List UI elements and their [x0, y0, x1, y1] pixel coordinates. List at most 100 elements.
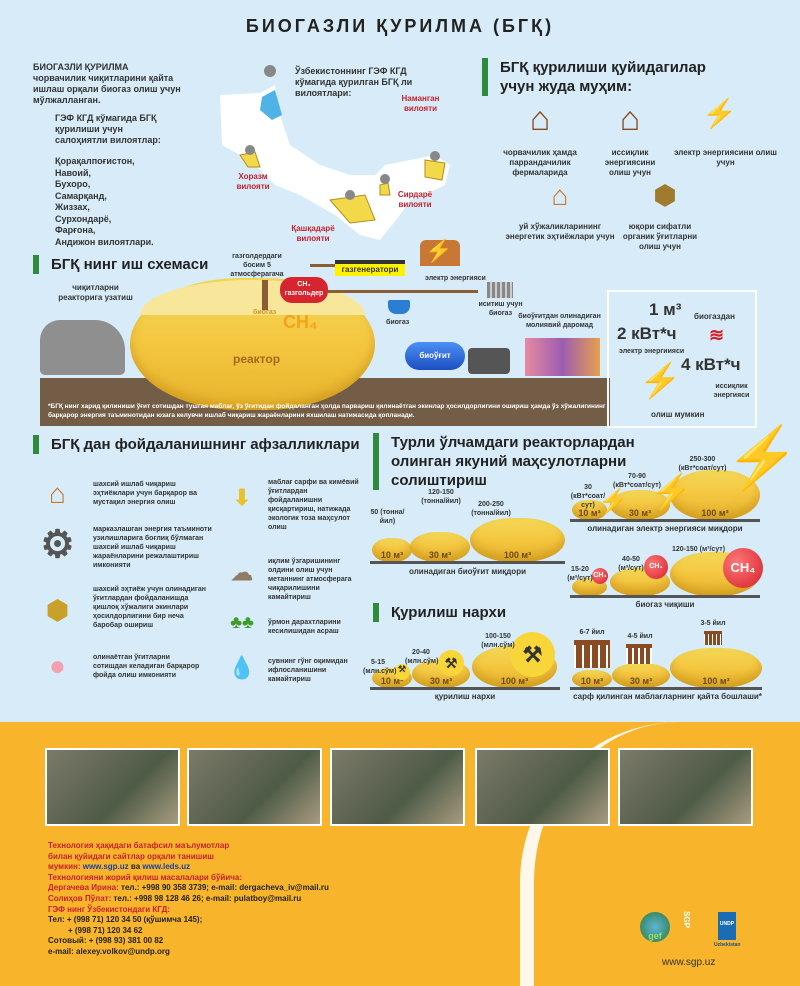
reactor-label: реактор — [233, 352, 281, 366]
reactor-30: 30 м³ — [612, 663, 670, 688]
intro-rest: чорвачилик чиқитларини қайта ишлаш орқал… — [33, 73, 181, 105]
biogas-value: 40-50 (м³/сут) — [618, 556, 644, 572]
contact-tel: Тел: + (998 71) 120 34 50 (қўшимча 145); — [48, 915, 203, 925]
size-label: 10 м³ — [380, 676, 404, 686]
uzbekistan-map — [220, 65, 450, 240]
important-item: чорвачилик ҳамда паррандачилик фермалари… — [503, 148, 577, 177]
size-label: 30 м³ — [428, 550, 452, 560]
photo-exhibition — [618, 748, 753, 826]
baseline — [570, 687, 762, 690]
map-label-syrdarya: Сирдарё вилояти — [397, 190, 433, 209]
photo-reactor — [475, 748, 610, 826]
contact-org: ГЭФ нинг Ўзбекистондаги КГД: — [48, 904, 170, 914]
fertilizer-value: 120-150 (тонна/йил) — [421, 489, 461, 505]
scheme-footnote: *БГҚ нинг харид қилиниши ўғит сотишдан т… — [48, 403, 606, 419]
electricity-label: олинадиган электр энергияси миқдори — [587, 524, 743, 533]
undp-logo: UNDP — [718, 912, 736, 940]
advantage-item: марказлашган энергия таъминоти узилишлар… — [93, 526, 212, 569]
contact-details: тел.: +998 98 128 46 26; e-mail: pulatbo… — [111, 893, 302, 903]
size-label: 30 м³ — [429, 676, 453, 686]
contact-email: e-mail: alexey.volkov@undp.org — [48, 946, 170, 956]
lightning-icon: ⚡ — [598, 488, 628, 515]
tools-icon: ⚒ — [510, 632, 555, 677]
cloud-co2-icon: ☁ — [231, 560, 253, 585]
region-item: Навоий, — [55, 167, 91, 178]
gasholder-ch4: CH₄ — [297, 281, 311, 288]
heat-icon: ≋ — [709, 325, 725, 345]
lightning-icon: ⚡ — [639, 362, 682, 400]
size-label: 10 м³ — [580, 676, 604, 686]
tools-icon: ⚒ — [438, 650, 464, 676]
contacts-line: Технология ҳақидаги батафсил маълумотлар — [48, 841, 230, 850]
size-label: 100 м³ — [503, 550, 532, 560]
house-energy-icon: ⌂ — [49, 478, 66, 509]
map-heading: Ўзбекистоннинг ГЭФ КГД кўмагида қурилган… — [295, 66, 413, 98]
yield-box: 1 м³ биогаздан 2 кВт*ч электр энергиияси… — [607, 290, 757, 428]
cost-value: 20-40 (млн.сўм) — [405, 649, 439, 665]
advantage-item: сувнинг гўнг оқимидан ифлосланишини кама… — [268, 658, 348, 683]
feed-label: чиқитларни реакторига узатиш — [58, 283, 133, 302]
coins-down-icon: ⬇ — [232, 485, 252, 510]
important-item: иссиқлик энергиясини олиш учун — [604, 148, 656, 177]
yield-possible: олиш мумкин — [651, 410, 705, 419]
piggy-bank-icon: ● — [49, 650, 66, 681]
reactor-100: 100 м³ — [670, 470, 760, 520]
lightning-icon: ⚡ — [702, 98, 737, 129]
yield-heat-value: 4 кВт*ч — [681, 355, 741, 374]
yield-heat-label: иссиқлик энергияси — [713, 383, 750, 399]
photo-installation — [330, 748, 465, 826]
radiator-icon — [487, 282, 513, 298]
sgp-link[interactable]: www.sgp.uz — [82, 862, 129, 872]
reactor-30: 30 м³ — [410, 532, 470, 562]
sgp-logo: SGP — [681, 911, 691, 928]
potential-heading: ГЭФ КГД кўмагида БГҚ қурилиши учун салоҳ… — [55, 113, 161, 145]
house-icon — [420, 240, 460, 266]
reactor-30: 30 м³ — [610, 490, 670, 520]
size-label: 30 м³ — [629, 676, 653, 686]
heating-label: иситиш учун биогаз — [478, 301, 523, 317]
ch4-bubble: CH₄ — [644, 555, 668, 579]
advantage-item: иқлим ўзгаришининг олдини олиш учун мета… — [268, 558, 352, 601]
important-item: электр энергиясини олиш учун — [674, 148, 777, 167]
region-item: Бухоро, — [55, 179, 91, 189]
biogas-value: 120-150 (м³/сут) — [672, 546, 726, 553]
map-label-kashkadarya: Қашқадарё вилояти — [291, 224, 335, 243]
important-item: уй хўжаликларининг энергетик эҳтиёжлари … — [505, 222, 615, 241]
contact-name: Дергачева Ирина: — [48, 883, 119, 893]
plants-income-icon — [525, 338, 600, 376]
size-label: 100 м³ — [702, 676, 730, 686]
contacts: Технология ҳақидаги батафсил маълумотлар… — [48, 841, 468, 958]
yield-elec-label: электр энергиияси — [619, 348, 685, 355]
reactor-10: 10 м³ — [572, 500, 607, 520]
advantages-heading: БГҚ дан фойдаланишнинг афзалликлари — [33, 435, 360, 454]
tractor-icon — [468, 348, 510, 374]
gef-logo: gef — [640, 912, 670, 942]
reactor-100: 100 м³ — [470, 518, 565, 562]
leds-link[interactable]: www.leds.uz — [142, 862, 191, 872]
size-label: 100 м³ — [500, 676, 529, 686]
fertilizer-growth-icon: ⬢ — [46, 595, 69, 625]
payback-value: 6-7 йил — [579, 629, 605, 636]
size-label: 30 м³ — [628, 508, 652, 518]
cost-label: қурилиш нархи — [434, 692, 496, 701]
fertilizer-label: олинадиган биоўғит миқдори — [409, 567, 526, 576]
advantage-item: шахсий ишлаб чиқариш эҳтиёжлари учун бар… — [93, 481, 197, 506]
region-item: Жиззах, — [55, 202, 90, 212]
gas-pipe — [262, 280, 268, 310]
tools-icon: ⚒ — [394, 664, 410, 680]
gasholder-label: газгольдер — [284, 290, 324, 297]
baseline — [370, 687, 560, 690]
biogas-value: 15-20 (м³/сут) — [567, 566, 593, 582]
income-label: биоўғитдан олинадиган молиявий даромад — [518, 313, 601, 329]
photo-farm — [45, 748, 180, 826]
reactor-ch4: CH₄ — [283, 312, 318, 332]
yield-volume: 1 м³ — [649, 300, 682, 319]
contact-name: Солиҳов Пўлат: — [48, 893, 112, 903]
website-link[interactable]: www.sgp.uz — [662, 957, 716, 968]
pressure-label: газголдердаги босим 5 атмосферагача — [230, 253, 284, 278]
region-item: Қорақалпоғистон, — [55, 156, 135, 166]
reactor-100: 100 м³ — [670, 648, 762, 688]
contact-details: тел.: +998 90 358 3739; e-mail: dergache… — [118, 883, 329, 893]
barn-thermometer-icon: ⌂ — [619, 100, 641, 138]
contact-mobile: Сотовый: + (998 93) 381 00 82 — [48, 936, 164, 946]
